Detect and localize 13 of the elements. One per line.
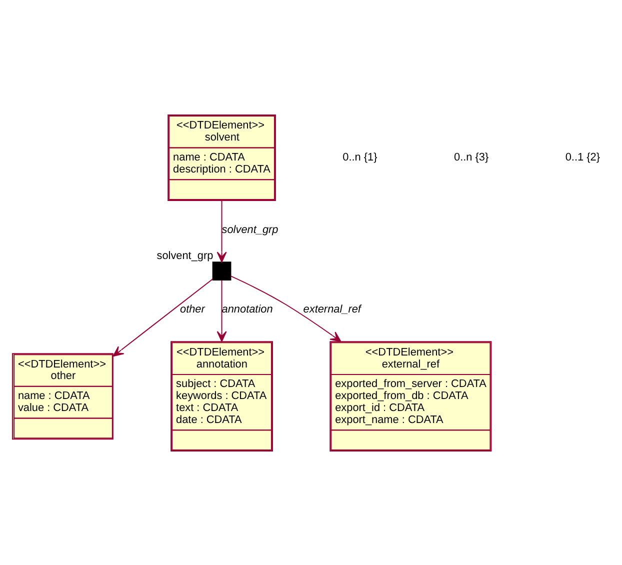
arrow xyxy=(112,278,214,356)
edge-label: solvent_grp xyxy=(222,224,278,236)
edge-label: other xyxy=(180,303,205,316)
label: 0..n {3} xyxy=(454,151,489,164)
arrow xyxy=(230,275,342,342)
label: 0..1 {2} xyxy=(565,151,600,164)
node-label: solvent_grp xyxy=(156,249,214,262)
edge-label: external_ref xyxy=(303,303,361,316)
edge-label: annotation xyxy=(222,303,273,316)
node-box xyxy=(212,261,232,280)
arrow xyxy=(216,200,227,262)
label: 0..n {1} xyxy=(342,151,378,164)
arrow xyxy=(216,279,227,342)
